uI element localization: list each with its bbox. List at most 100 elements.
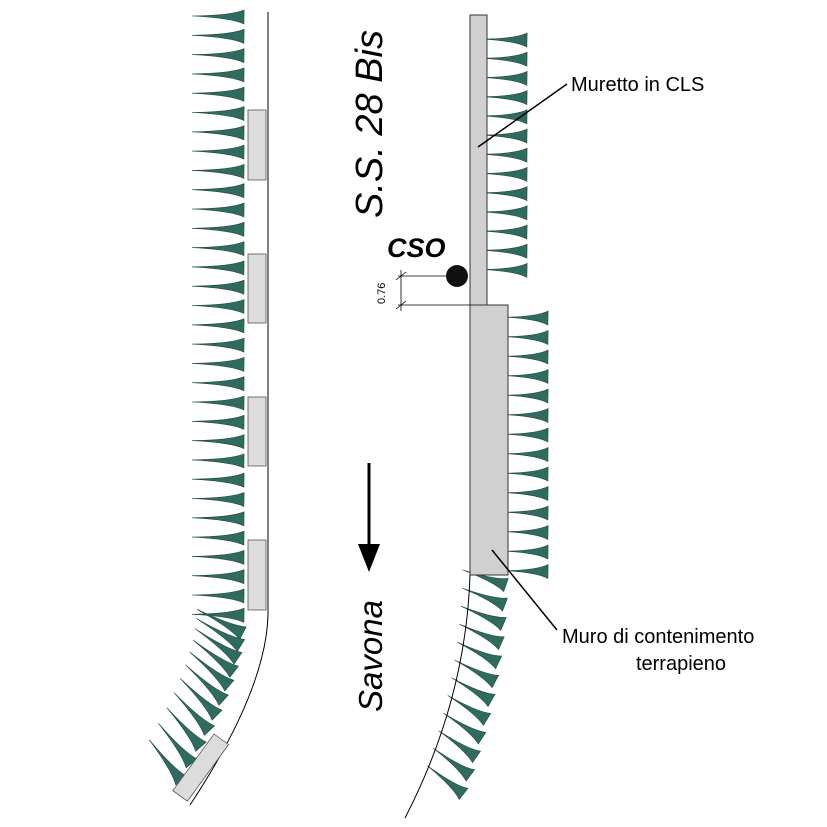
direction-arrow-head [358, 544, 380, 572]
left-bay-4 [247, 539, 267, 611]
right-lower-veg-spike-12 [505, 544, 549, 560]
left-veg-curve-spike-8 [166, 707, 207, 752]
left-veg-spike-30 [191, 588, 245, 604]
right-veg-curve-spike-7 [447, 695, 492, 726]
left-veg-spike-6 [191, 125, 245, 141]
left-veg-curve-spike-0 [196, 608, 247, 640]
left-veg-curve-spike-2 [195, 628, 243, 665]
left-veg-curve-spike-5 [185, 664, 229, 706]
muro-contenimento-wall [469, 304, 509, 576]
left-veg-spike-27 [191, 530, 245, 546]
right-lower-veg-spike-5 [505, 407, 549, 424]
left-veg-spike-15 [191, 299, 245, 314]
cso-point-marker [446, 265, 468, 287]
right-upper-veg-spike-11 [482, 243, 528, 259]
right-upper-veg-spike-6 [482, 147, 528, 163]
callout-muro-label-line1: Muro di contenimento [562, 626, 754, 648]
left-veg-spike-20 [191, 395, 245, 411]
left-vegetation-curve [148, 608, 247, 786]
left-veg-spike-4 [191, 86, 245, 102]
right-veg-curve-spike-8 [443, 712, 487, 745]
left-veg-spike-23 [191, 453, 245, 469]
road-name-label: S.S. 28 Bis [349, 30, 391, 218]
callout-muretto-label: Muretto in CLS [571, 74, 704, 96]
right-veg-curve-spike-11 [427, 765, 469, 800]
left-veg-spike-5 [191, 106, 245, 121]
right-upper-veg-spike-12 [482, 262, 528, 278]
right-lower-veg-spike-7 [505, 446, 549, 463]
left-veg-curve-spike-7 [173, 692, 216, 736]
cso-label: CSO [387, 233, 446, 263]
right-veg-curve-spike-10 [433, 747, 476, 782]
left-veg-curve-spike-6 [179, 678, 223, 721]
right-lower-veg-spike-0 [505, 310, 549, 326]
left-veg-spike-25 [191, 492, 245, 507]
left-veg-spike-22 [191, 434, 245, 450]
right-lower-veg-spike-1 [505, 329, 549, 346]
right-lower-veg-spike-8 [505, 466, 549, 482]
left-veg-spike-1 [191, 28, 245, 44]
left-veg-spike-0 [191, 9, 245, 25]
right-upper-veg-spike-10 [482, 224, 528, 240]
right-lower-veg-spike-13 [505, 563, 549, 580]
right-veg-curve-spike-5 [454, 659, 500, 689]
left-veg-spike-18 [191, 356, 245, 372]
right-upper-veg-spike-0 [482, 32, 528, 48]
right-lower-vegetation-row [505, 310, 549, 580]
right-veg-curve-spike-6 [451, 677, 496, 708]
right-veg-curve-spike-9 [438, 730, 482, 764]
muretto-cls-wall [469, 14, 488, 306]
left-veg-curve-spike-4 [189, 651, 235, 692]
left-veg-spike-31 [191, 607, 245, 623]
right-lower-veg-spike-3 [505, 368, 549, 385]
right-lower-veg-spike-4 [505, 388, 549, 404]
dimension-tick-bottom [395, 300, 407, 310]
right-upper-veg-spike-3 [482, 90, 528, 106]
callout-leader-bottom [491, 549, 558, 631]
right-lower-veg-spike-6 [505, 427, 549, 443]
dimension-tick-top [395, 271, 407, 281]
right-veg-curve-spike-0 [462, 569, 509, 593]
left-bay-1 [247, 109, 267, 181]
left-veg-spike-29 [191, 569, 245, 585]
left-veg-spike-2 [191, 48, 245, 64]
right-upper-veg-spike-9 [482, 205, 528, 221]
left-veg-curve-spike-3 [192, 639, 239, 678]
left-veg-curve-spike-10 [148, 739, 188, 786]
left-veg-spike-26 [191, 511, 245, 527]
left-bay-2 [247, 253, 267, 324]
right-curve-vegetation [427, 569, 509, 800]
left-veg-spike-13 [191, 260, 245, 276]
right-lower-veg-spike-11 [505, 524, 549, 541]
right-upper-vegetation-row [482, 32, 528, 278]
left-veg-spike-7 [191, 144, 245, 160]
callout-muro-label-line2: terrapieno [636, 653, 726, 675]
left-veg-spike-14 [191, 279, 245, 295]
left-veg-spike-11 [191, 221, 245, 237]
left-veg-spike-9 [191, 183, 245, 199]
left-veg-spike-24 [191, 472, 245, 488]
left-veg-spike-10 [191, 202, 245, 218]
right-veg-curve-spike-1 [461, 587, 508, 612]
right-upper-veg-spike-8 [482, 186, 528, 202]
direction-label: Savona [352, 600, 389, 712]
left-vegetation-row [191, 9, 245, 623]
right-upper-veg-spike-5 [482, 128, 528, 144]
left-bay-5 [172, 733, 230, 802]
callout-leader-top [477, 83, 568, 148]
left-veg-spike-17 [191, 337, 245, 353]
left-veg-spike-8 [191, 163, 245, 179]
right-veg-curve-spike-2 [460, 605, 507, 631]
left-veg-spike-3 [191, 67, 245, 83]
left-veg-spike-12 [191, 241, 245, 257]
right-upper-veg-spike-7 [482, 166, 528, 182]
right-upper-veg-spike-1 [482, 51, 528, 67]
right-lower-veg-spike-10 [505, 505, 549, 521]
right-veg-curve-spike-4 [457, 641, 503, 670]
left-road-edge-line [189, 12, 269, 806]
right-lower-veg-spike-9 [505, 485, 549, 502]
offset-dimension-label: 0.76 [376, 283, 388, 304]
left-veg-spike-28 [191, 549, 245, 565]
left-veg-curve-spike-1 [196, 618, 246, 652]
